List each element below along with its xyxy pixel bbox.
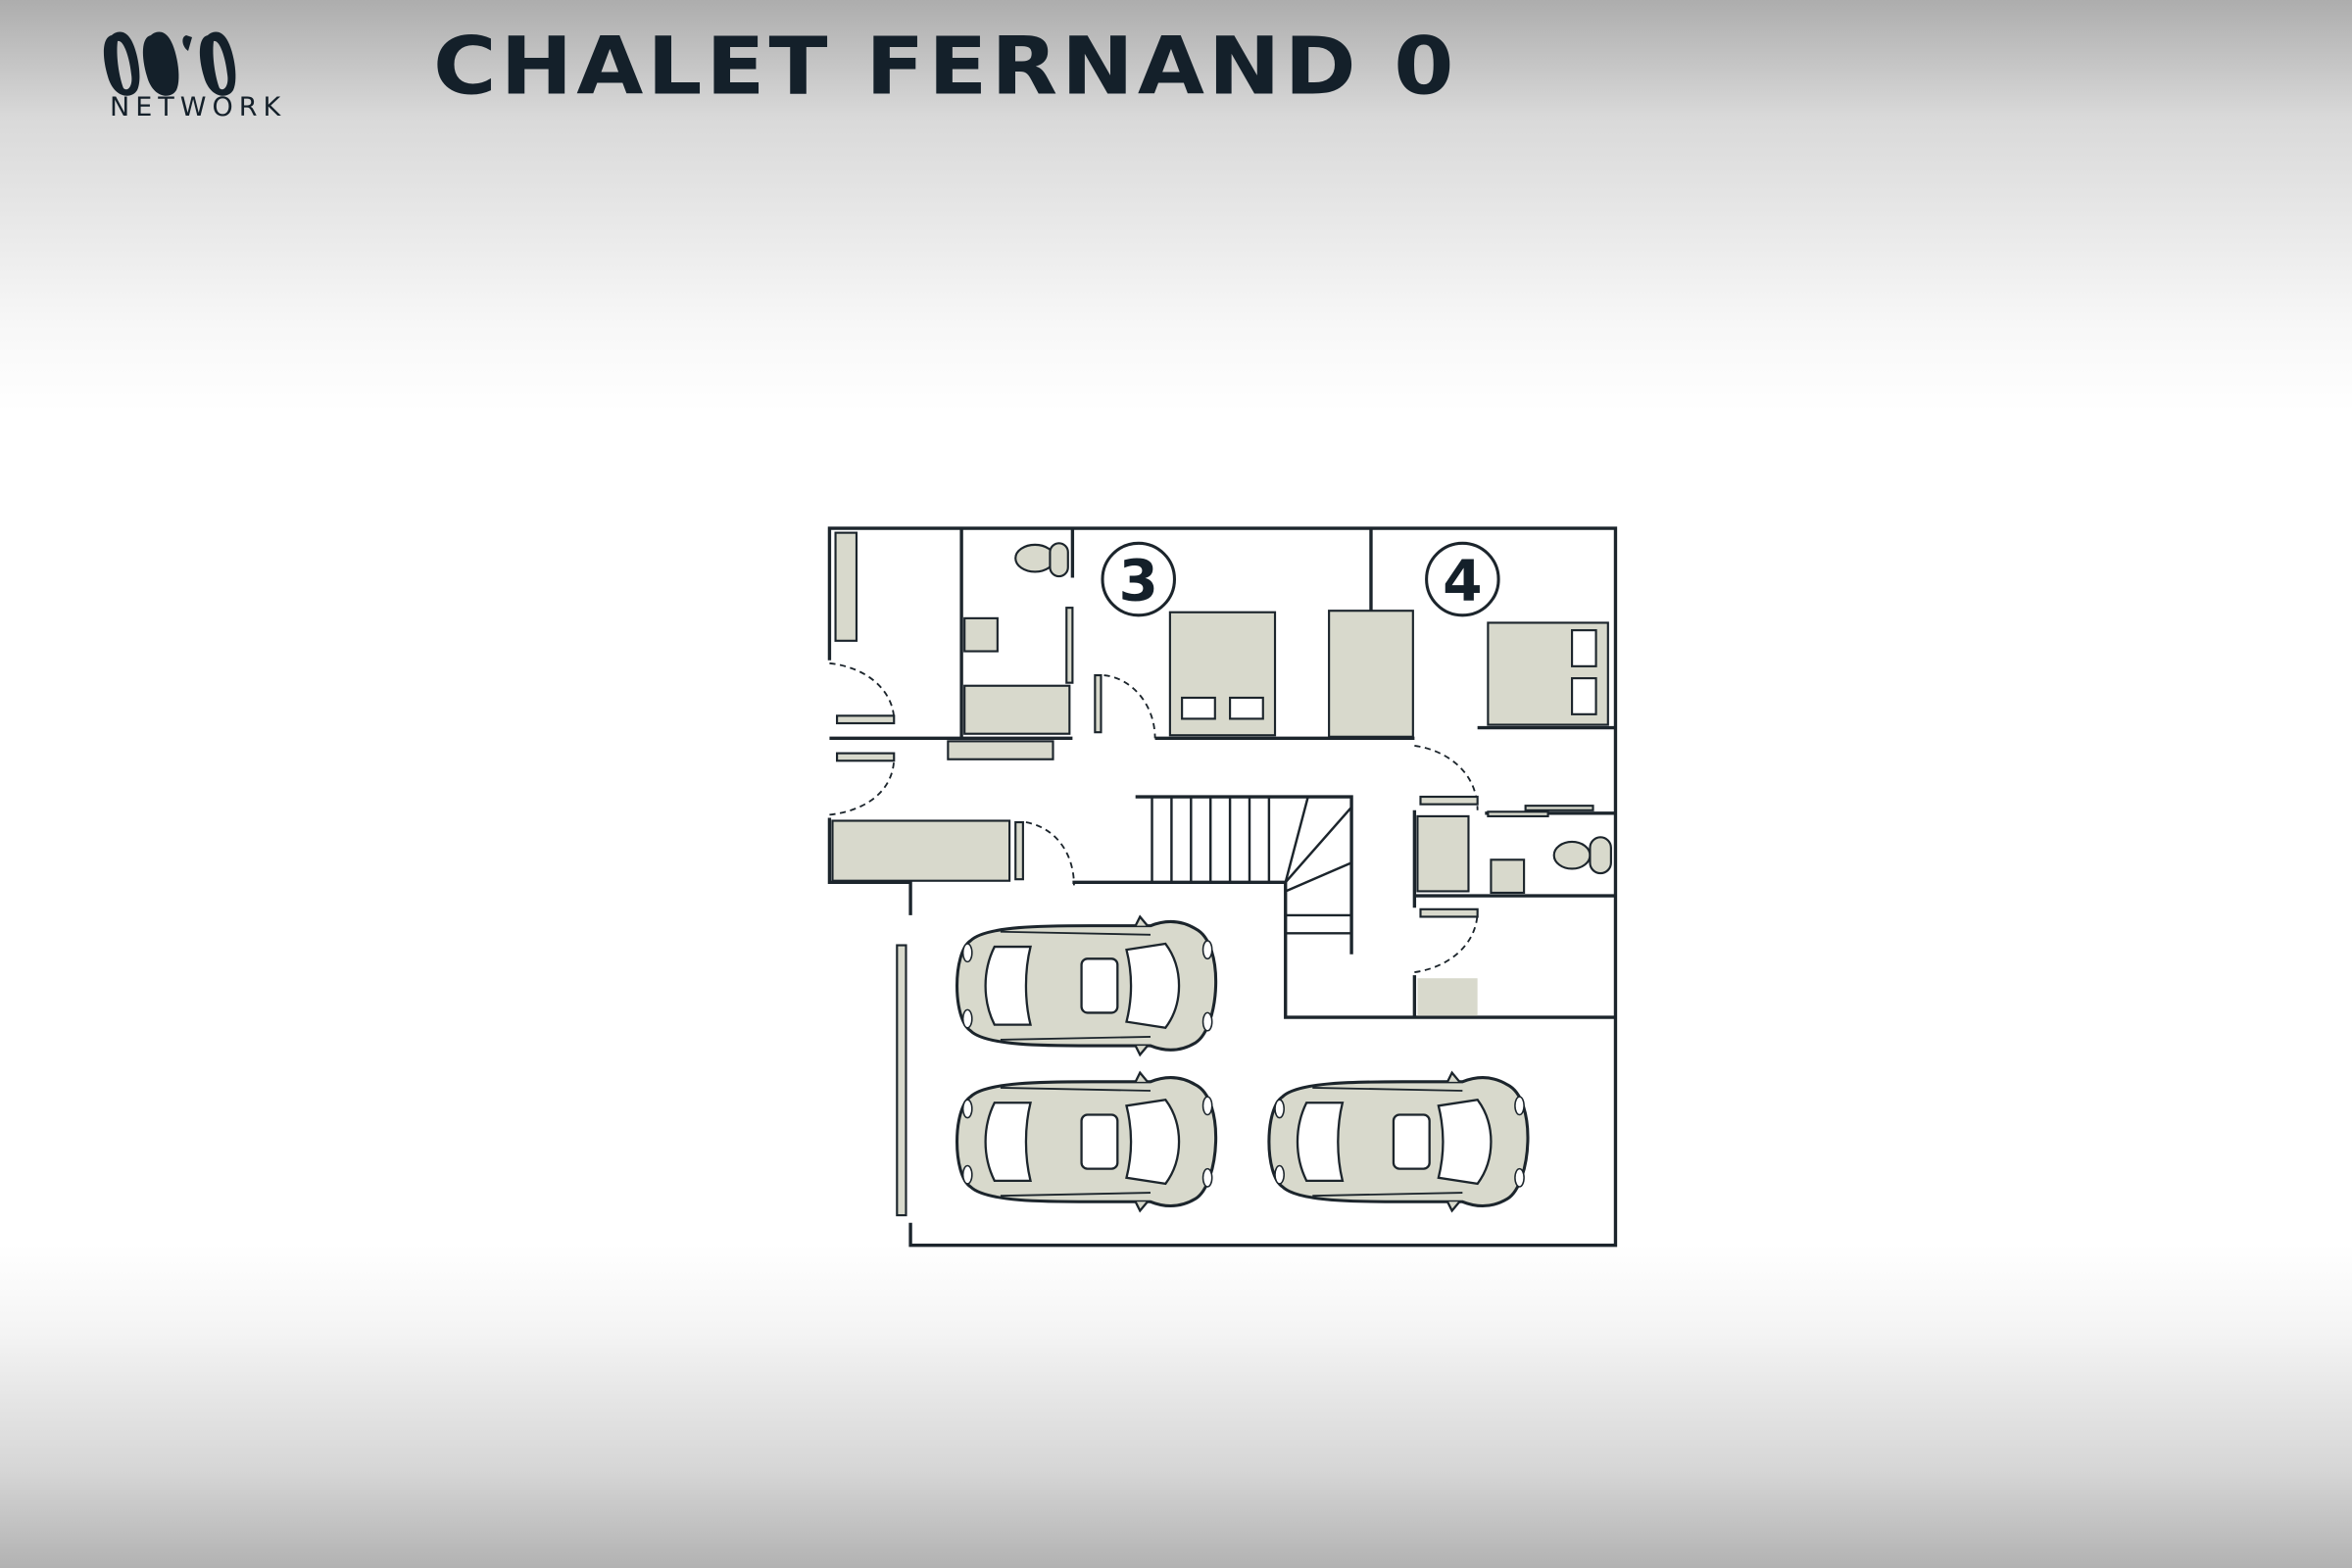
- page-title: CHALET FERNAND 0: [433, 20, 1458, 113]
- room-label-4: 4: [1425, 541, 1500, 617]
- stairs: [1151, 796, 1353, 935]
- car-icon: [1267, 1071, 1530, 1212]
- car-icon: [956, 1071, 1218, 1212]
- brand-wordmark: NETWORK: [110, 92, 287, 122]
- car-icon: [956, 914, 1218, 1056]
- room-number-3: 3: [1119, 548, 1158, 614]
- room-label-3: 3: [1101, 541, 1176, 617]
- brand-logo: [103, 31, 236, 96]
- room-number-4: 4: [1443, 548, 1482, 614]
- furniture: [831, 531, 1612, 1217]
